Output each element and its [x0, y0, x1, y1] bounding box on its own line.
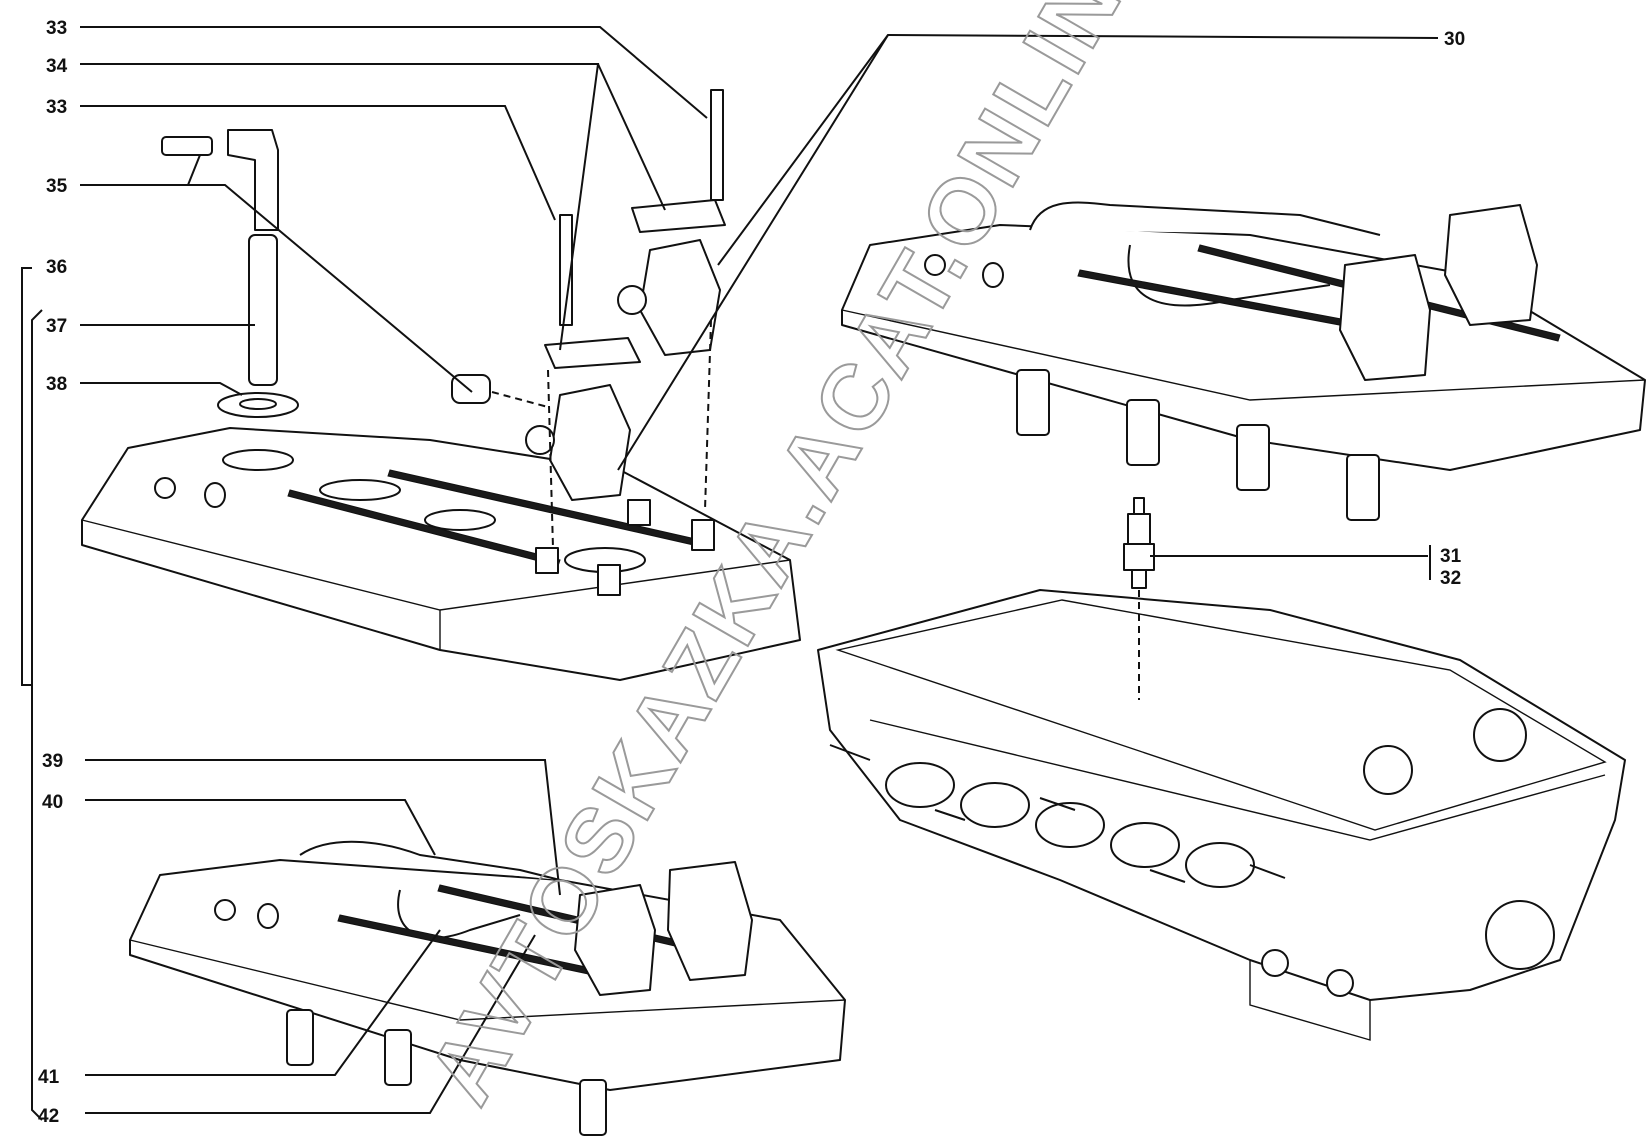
callout-labels: 33 34 33 35 36 37 38 39 40 41 42 30 31 3…	[38, 18, 1465, 1127]
callout-35: 35	[46, 176, 68, 197]
callout-37: 37	[46, 316, 67, 337]
assembly-lines	[491, 319, 1140, 700]
callout-39: 39	[42, 751, 63, 772]
leader-lines	[80, 26, 1439, 1114]
valve-cover-assembled-right	[841, 201, 1646, 521]
cylinder-head	[817, 589, 1626, 1041]
callout-34: 34	[46, 56, 68, 77]
callout-32: 32	[1440, 568, 1461, 589]
spark-plug	[1123, 497, 1155, 589]
group-brackets	[21, 267, 43, 1121]
callout-30: 30	[1444, 29, 1465, 50]
callout-31: 31	[1440, 546, 1462, 567]
callout-40: 40	[42, 792, 63, 813]
callout-33-top: 33	[46, 18, 67, 39]
callout-38: 38	[46, 374, 67, 395]
valve-cover-assembled-left	[129, 840, 846, 1136]
callout-41: 41	[38, 1067, 60, 1088]
callout-36: 36	[46, 257, 67, 278]
callout-33-second: 33	[46, 97, 67, 118]
plug-lead-parts	[161, 129, 491, 418]
callout-42: 42	[38, 1106, 59, 1127]
ignition-coils-exploded	[525, 89, 726, 501]
